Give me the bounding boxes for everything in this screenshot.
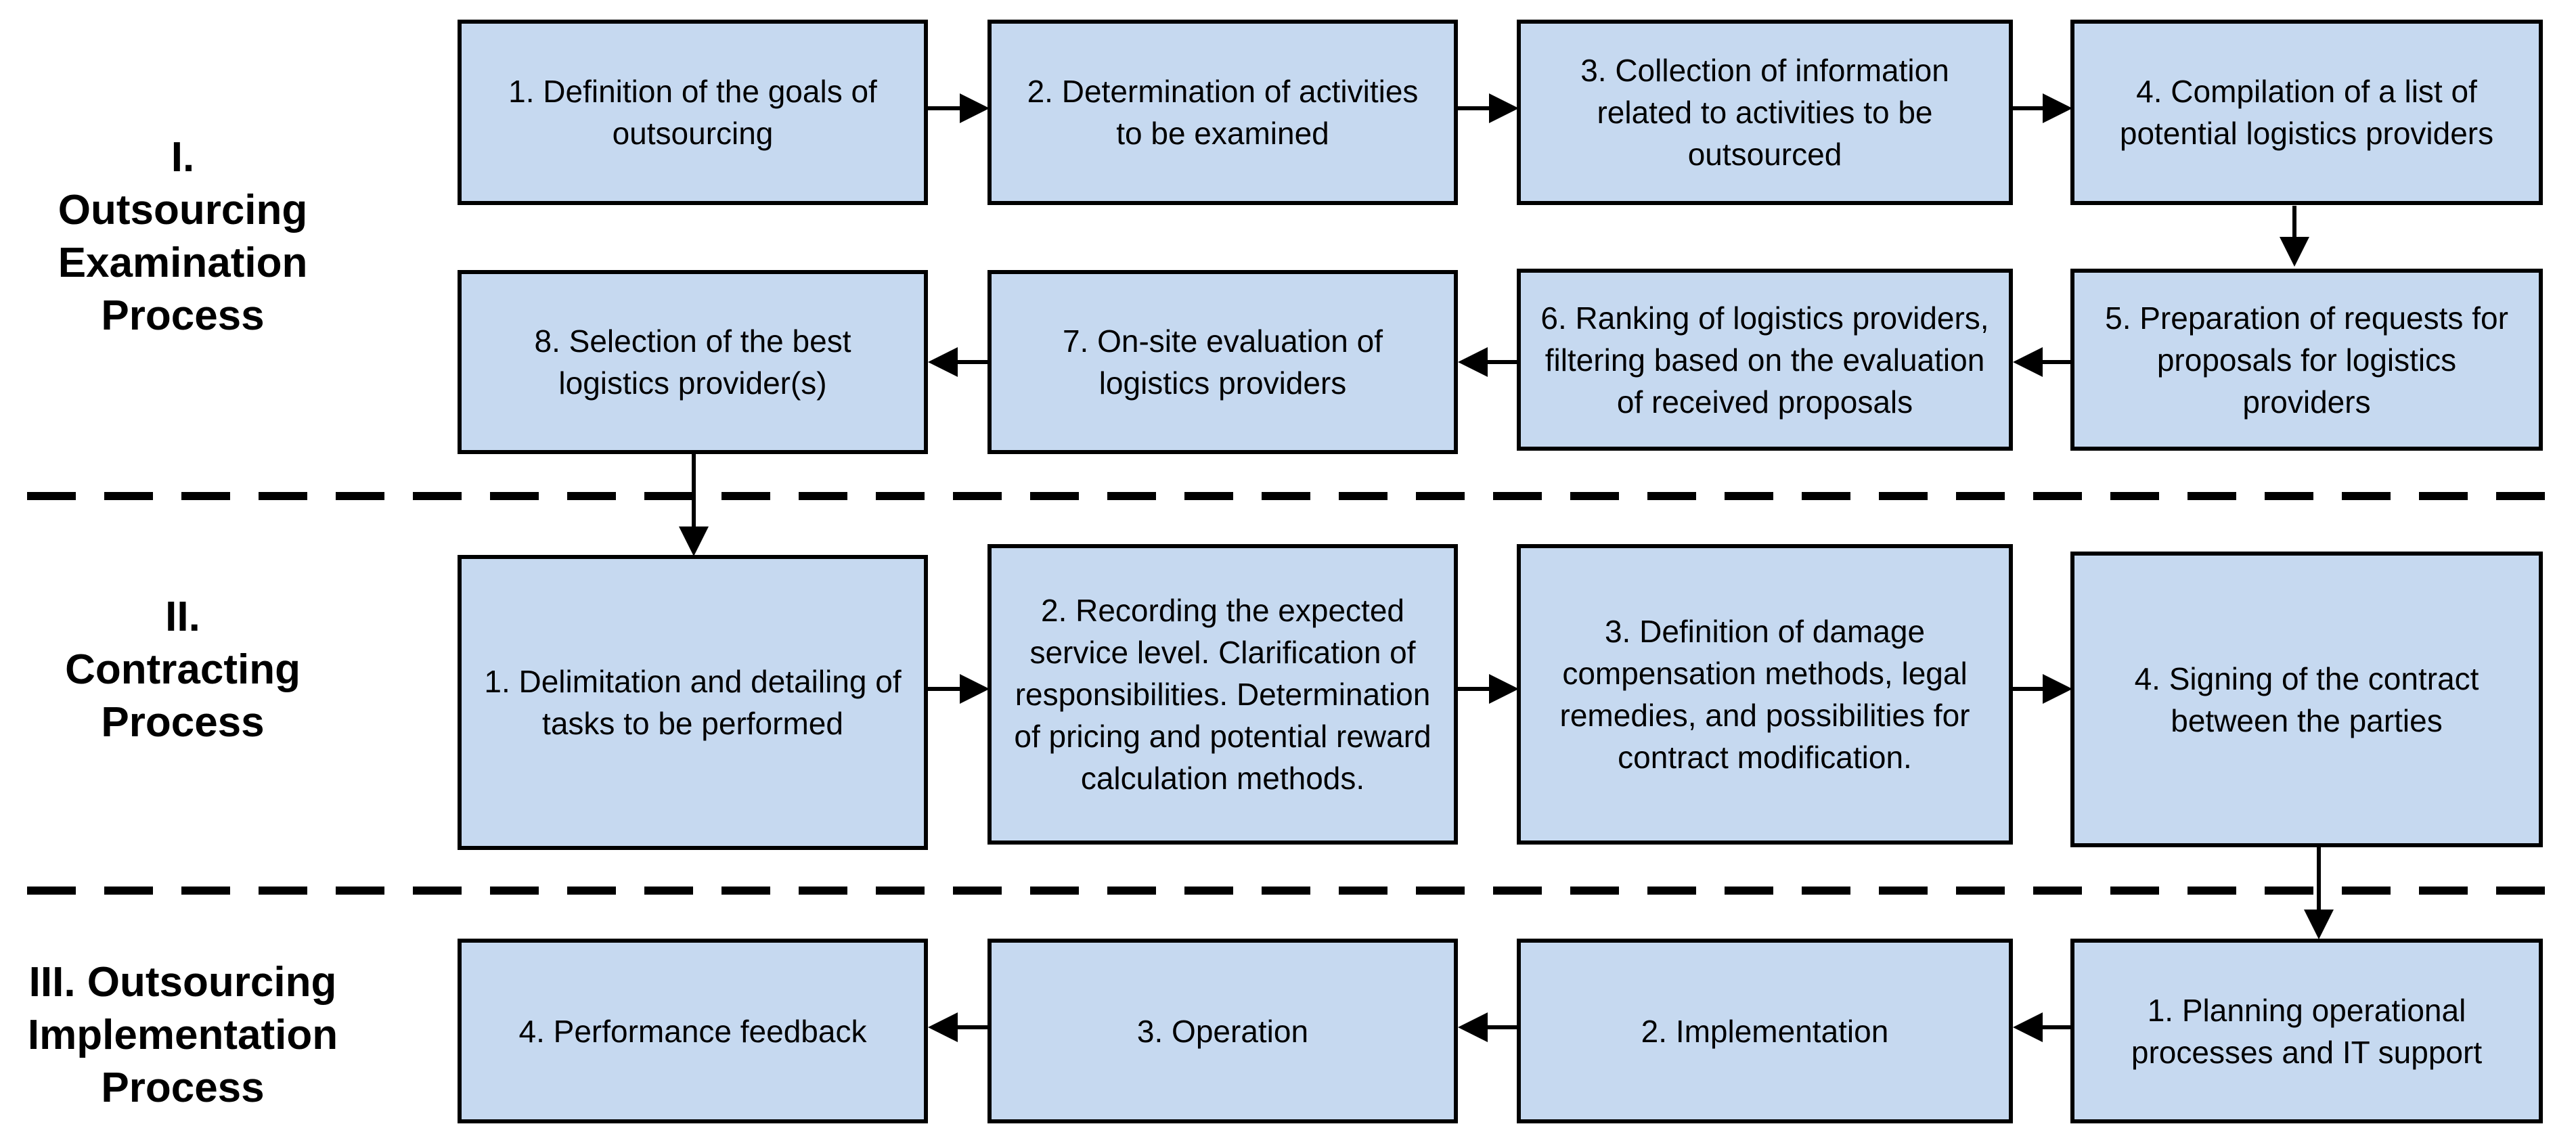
- impl-step-3: 3. Operation: [987, 939, 1458, 1123]
- arrowhead-i2-to-i3: [1458, 1012, 1488, 1042]
- arrowhead-6-to-7: [1458, 347, 1488, 377]
- contract-step-2-text: 2. Recording the expected service level.…: [1014, 593, 1431, 796]
- contract-step-4: 4. Signing of the contract between the p…: [2070, 552, 2543, 847]
- arrowhead-c3-to-c4: [2043, 674, 2072, 704]
- impl-step-2: 2. Implementation: [1517, 939, 2013, 1123]
- contract-step-1: 1. Delimitation and detailing of tasks t…: [458, 555, 928, 850]
- exam-step-4: 4. Compilation of a list of potential lo…: [2070, 20, 2543, 205]
- exam-step-2-text: 2. Determination of activities to be exa…: [1027, 74, 1419, 151]
- contract-step-1-text: 1. Delimitation and detailing of tasks t…: [484, 664, 902, 741]
- impl-step-3-text: 3. Operation: [1136, 1013, 1309, 1049]
- impl-step-1: 1. Planning operational processes and IT…: [2070, 939, 2543, 1123]
- exam-step-1: 1. Definition of the goals of outsourcin…: [458, 20, 928, 205]
- arrowhead-8-to-c1: [679, 526, 709, 556]
- arrowhead-c2-to-c3: [1489, 674, 1519, 704]
- arrowhead-i1-to-i2: [2013, 1012, 2043, 1042]
- arrowhead-7-to-8: [928, 347, 958, 377]
- contract-step-4-text: 4. Signing of the contract between the p…: [2134, 660, 2479, 738]
- exam-step-3-text: 3. Collection of information related to …: [1580, 53, 1949, 172]
- arrowhead-i3-to-i4: [928, 1012, 958, 1042]
- exam-step-1-text: 1. Definition of the goals of outsourcin…: [508, 74, 877, 151]
- contract-step-2: 2. Recording the expected service level.…: [987, 544, 1458, 845]
- contract-step-3-text: 3. Definition of damage compensation met…: [1559, 614, 1970, 775]
- exam-step-4-text: 4. Compilation of a list of potential lo…: [2119, 74, 2494, 151]
- exam-step-6-text: 6. Ranking of logistics providers, filte…: [1540, 300, 1989, 420]
- arrowhead-c4-to-i1: [2304, 910, 2334, 939]
- exam-step-7: 7. On-site evaluation of logistics provi…: [987, 270, 1458, 454]
- impl-step-1-text: 1. Planning operational processes and IT…: [2131, 992, 2483, 1070]
- impl-step-2-text: 2. Implementation: [1641, 1013, 1889, 1049]
- exam-step-3: 3. Collection of information related to …: [1517, 20, 2013, 205]
- phase-label-examination: I. Outsourcing Examination Process: [58, 134, 308, 339]
- contract-step-3: 3. Definition of damage compensation met…: [1517, 544, 2013, 845]
- phase-label-contracting: II. Contracting Process: [65, 593, 301, 746]
- arrowhead-3-to-4: [2043, 93, 2072, 123]
- arrowhead-2-to-3: [1489, 93, 1519, 123]
- phase-label-implementation: III. Outsourcing Implementation Process: [27, 959, 338, 1111]
- exam-step-8: 8. Selection of the best logistics provi…: [458, 270, 928, 454]
- exam-step-6: 6. Ranking of logistics providers, filte…: [1517, 269, 2013, 451]
- impl-step-4-text: 4. Performance feedback: [518, 1013, 867, 1049]
- arrowhead-4-to-5: [2280, 237, 2309, 267]
- arrowhead-c1-to-c2: [960, 674, 990, 704]
- arrowhead-5-to-6: [2013, 347, 2043, 377]
- impl-step-4: 4. Performance feedback: [458, 939, 928, 1123]
- exam-step-5-text: 5. Preparation of requests for proposals…: [2105, 300, 2508, 420]
- exam-step-5: 5. Preparation of requests for proposals…: [2070, 269, 2543, 451]
- exam-step-7-text: 7. On-site evaluation of logistics provi…: [1062, 323, 1383, 401]
- exam-step-2: 2. Determination of activities to be exa…: [987, 20, 1458, 205]
- exam-step-8-text: 8. Selection of the best logistics provi…: [534, 323, 851, 401]
- arrowhead-1-to-2: [960, 93, 990, 123]
